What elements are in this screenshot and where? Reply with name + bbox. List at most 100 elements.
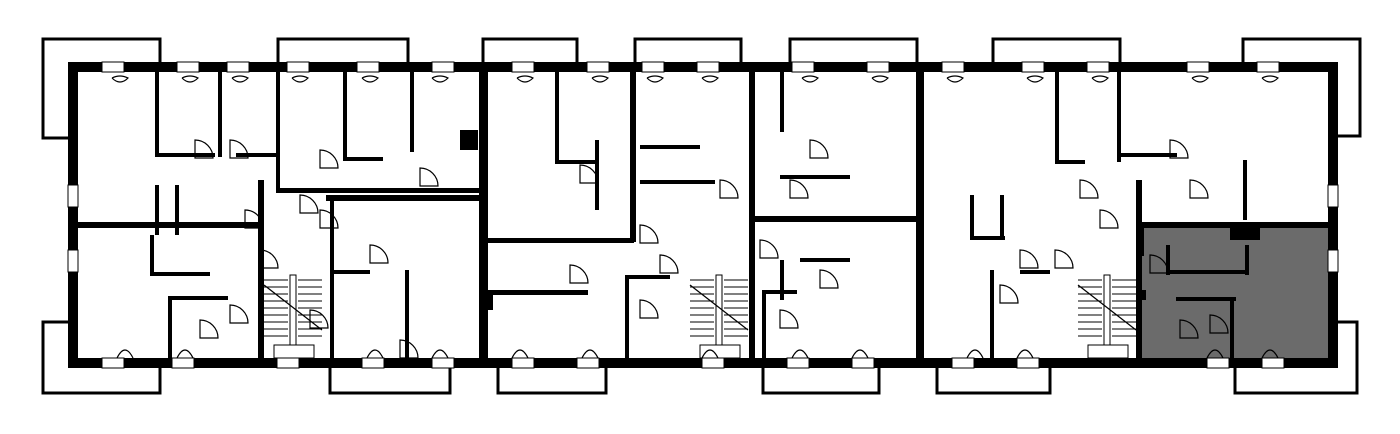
wall-segment <box>479 62 488 368</box>
wall-segment <box>780 260 784 300</box>
wall-segment <box>150 272 210 276</box>
door-swing <box>319 149 339 169</box>
wall-segment <box>1117 153 1177 157</box>
door-swing <box>1209 314 1229 334</box>
window <box>276 357 300 369</box>
window <box>1261 357 1285 369</box>
wall-segment <box>970 195 974 240</box>
balcony-door-swing <box>1206 349 1224 359</box>
window <box>431 61 455 73</box>
wall-segment <box>1055 72 1059 162</box>
wall-segment <box>749 62 755 368</box>
wall-segment <box>762 290 766 366</box>
highlighted-apartment[interactable] <box>1140 226 1332 366</box>
window <box>1327 249 1339 273</box>
balcony-door-swing <box>701 349 719 359</box>
window <box>786 357 810 369</box>
balcony-door-swing <box>851 349 869 359</box>
balcony-door-swing <box>1261 349 1279 359</box>
wall-segment <box>155 153 215 157</box>
window <box>67 249 79 273</box>
wall-segment <box>1166 245 1170 275</box>
door-swing <box>639 224 659 244</box>
wall-segment <box>258 180 264 366</box>
wall-segment <box>1142 290 1146 300</box>
wall-segment <box>1000 195 1004 240</box>
door-swing <box>194 139 214 159</box>
balcony-door-swing <box>366 349 384 359</box>
window-door-swing <box>1026 75 1045 83</box>
wall-segment <box>1243 160 1247 220</box>
wall-segment <box>343 157 383 161</box>
stair-direction <box>263 284 323 331</box>
balcony-door-swing <box>116 349 134 359</box>
door-swing <box>1054 249 1074 269</box>
window-door-swing <box>291 75 310 83</box>
window-door-swing <box>646 75 665 83</box>
window <box>101 61 125 73</box>
windows <box>67 61 1339 369</box>
wall-segment <box>68 222 260 228</box>
door-swing <box>309 309 329 329</box>
wall-segment <box>410 72 414 152</box>
door-swing <box>229 304 249 324</box>
wall-segment <box>800 258 850 262</box>
wall-segment <box>1328 62 1338 368</box>
balconies <box>41 37 1362 395</box>
balcony-door-swing <box>1016 349 1034 359</box>
wall-segment <box>276 72 280 192</box>
doors <box>111 75 1280 359</box>
window-door-swing <box>1091 75 1110 83</box>
wall-segment <box>488 238 634 243</box>
balcony-door-swing <box>431 349 449 359</box>
window <box>431 357 455 369</box>
wall-segment <box>1176 297 1236 301</box>
wall-segment <box>595 140 599 210</box>
door-swing <box>569 264 589 284</box>
window-door-swing <box>701 75 720 83</box>
window-door-swing <box>946 75 965 83</box>
wall-segment <box>488 290 493 310</box>
wall-segment <box>175 185 179 235</box>
window-door-swing <box>181 75 200 83</box>
window <box>1016 357 1040 369</box>
window <box>1086 61 1110 73</box>
window <box>226 61 250 73</box>
window <box>696 61 720 73</box>
wall-segment <box>1230 297 1234 367</box>
wall-segment <box>1166 270 1246 274</box>
door-swing <box>1079 179 1099 199</box>
wall-segment <box>1140 226 1144 256</box>
wall-segment <box>1136 222 1336 228</box>
window-door-swing <box>231 75 250 83</box>
window <box>1186 61 1210 73</box>
wall-segment <box>343 72 347 160</box>
wall-segment <box>916 62 924 368</box>
door-swing <box>259 249 279 269</box>
wall-segment <box>168 296 228 300</box>
wall-segment <box>460 130 478 150</box>
window-door-swing <box>516 75 535 83</box>
wall-segment <box>630 62 636 242</box>
window <box>586 61 610 73</box>
wall-segment <box>155 72 159 157</box>
window <box>1206 357 1230 369</box>
window-door-swing <box>591 75 610 83</box>
window <box>941 61 965 73</box>
wall-segment <box>780 72 784 132</box>
door-swing <box>819 269 839 289</box>
window-door-swing <box>1191 75 1210 83</box>
door-swing <box>1179 319 1199 339</box>
door-swing <box>789 179 809 199</box>
window <box>1327 184 1339 208</box>
window <box>361 357 385 369</box>
wall-segment <box>1230 228 1260 240</box>
window <box>67 184 79 208</box>
window-door-swing <box>1261 75 1280 83</box>
door-swing <box>229 139 249 159</box>
window-door-swing <box>801 75 820 83</box>
window <box>511 61 535 73</box>
staircases <box>263 274 1137 359</box>
stair-direction <box>689 284 749 331</box>
window-door-swing <box>871 75 890 83</box>
